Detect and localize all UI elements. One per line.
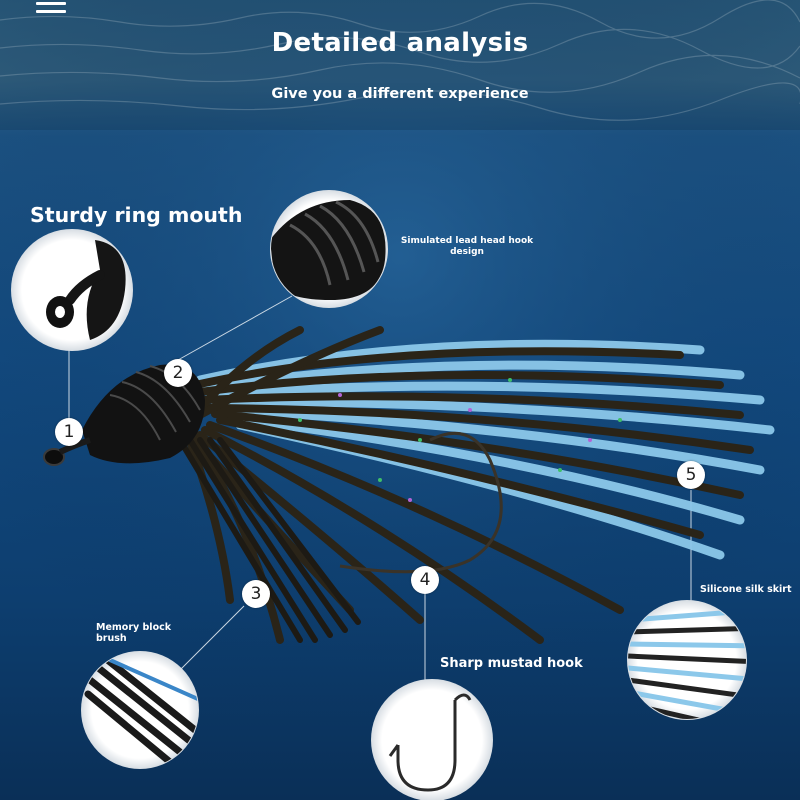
- jig-lure-image: [43, 326, 775, 644]
- menu-icon-bar: [36, 2, 66, 5]
- feature-label-ring-mouth: Sturdy ring mouth: [30, 203, 243, 227]
- memory-brush-inset: [81, 651, 199, 769]
- feature-label-mustad-hook: Sharp mustad hook: [440, 656, 583, 671]
- page-subtitle: Give you a different experience: [271, 86, 529, 102]
- feature-number-5: 5: [677, 461, 705, 489]
- lead-head-inset: [270, 190, 388, 308]
- ring-mouth-inset: [11, 229, 133, 351]
- mustad-hook-inset: [371, 679, 493, 800]
- menu-icon[interactable]: [36, 2, 66, 22]
- page-title: Detailed analysis: [271, 28, 529, 58]
- feature-label-lead-head: Simulated lead head hook design: [400, 236, 534, 257]
- feature-label-memory-brush: Memory block brush: [96, 622, 172, 644]
- feature-label-silicone-skirt: Silicone silk skirt: [700, 584, 792, 595]
- feature-number-3: 3: [242, 580, 270, 608]
- feature-number-2: 2: [164, 359, 192, 387]
- feature-number-1: 1: [55, 418, 83, 446]
- feature-number-4: 4: [411, 566, 439, 594]
- menu-icon-bar: [36, 10, 66, 13]
